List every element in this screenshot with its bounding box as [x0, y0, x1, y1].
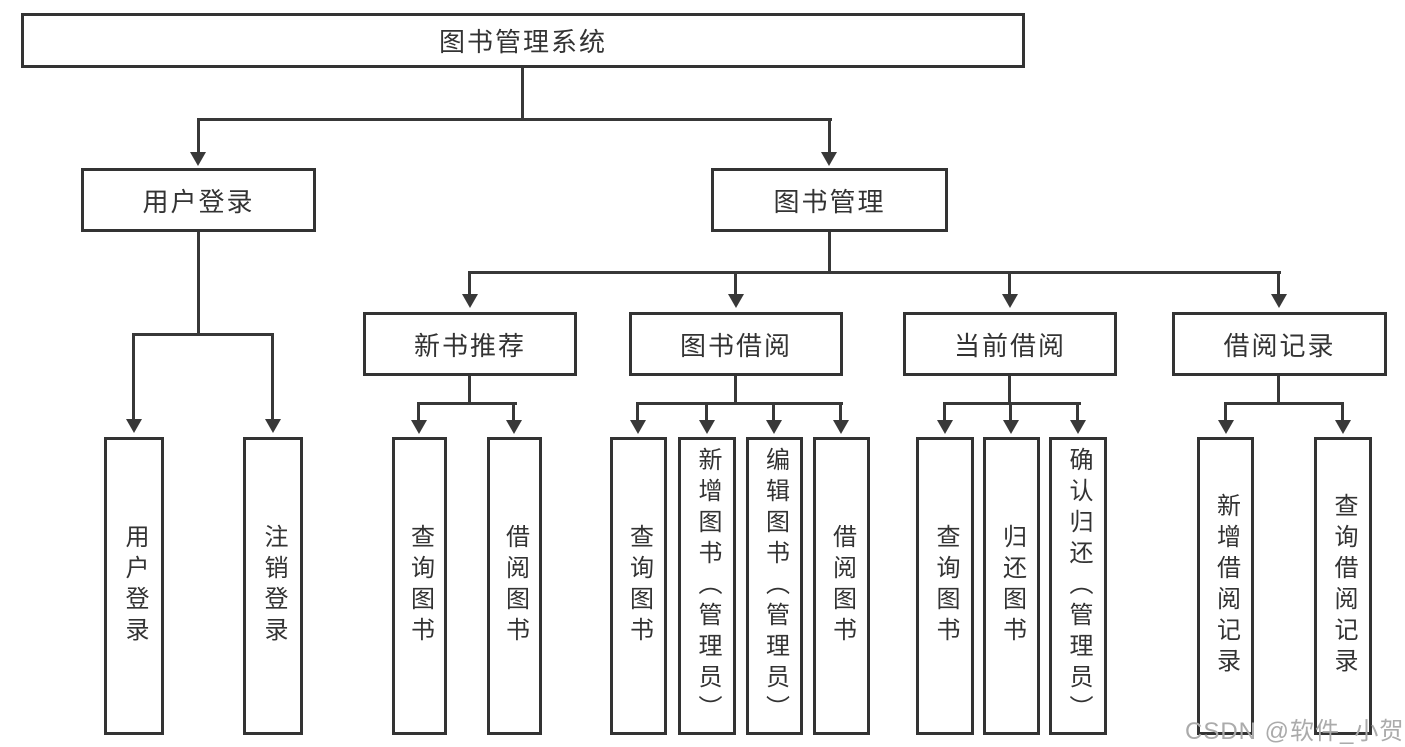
leaf-label: 注销登录: [260, 524, 287, 648]
arrowhead: [766, 420, 782, 434]
leaf-label: 查询图书: [625, 524, 653, 648]
leaf-edit-books-admin: 编辑图书（管理员）: [746, 437, 803, 735]
arrowhead: [821, 152, 837, 166]
connector: [839, 402, 842, 422]
connector: [1008, 376, 1011, 404]
arrowhead: [126, 419, 142, 433]
arrowhead: [506, 420, 522, 434]
leaf-add-books-admin: 新增图书（管理员）: [678, 437, 736, 735]
connector: [271, 333, 274, 421]
arrowhead: [699, 420, 715, 434]
connector: [943, 402, 946, 422]
leaf-label: 用户登录: [121, 524, 148, 648]
connector: [734, 376, 737, 404]
leaf-label: 归还图书: [998, 524, 1026, 648]
leaf-query-books-2: 查询图书: [610, 437, 667, 735]
connector: [828, 118, 831, 154]
arrowhead: [1335, 420, 1351, 434]
leaf-return-books: 归还图书: [983, 437, 1040, 735]
arrowhead: [1070, 420, 1086, 434]
arrowhead: [1002, 294, 1018, 308]
connector: [1076, 402, 1079, 422]
leaf-label: 查询借阅记录: [1330, 493, 1357, 679]
csdn-watermark: CSDN @软件_小贺同学: [1185, 718, 1405, 745]
connector: [469, 271, 1281, 274]
connector: [468, 376, 471, 404]
connector: [521, 68, 524, 120]
connector: [417, 402, 420, 422]
node-library-management-system: 图书管理系统: [21, 13, 1025, 68]
leaf-confirm-return-admin: 确认归还（管理员）: [1049, 437, 1107, 735]
node-current-borrowing: 当前借阅: [903, 312, 1117, 376]
arrowhead: [833, 420, 849, 434]
connector: [468, 271, 471, 295]
arrowhead: [462, 294, 478, 308]
leaf-label: 编辑图书（管理员）: [761, 446, 789, 726]
leaf-label: 新增图书（管理员）: [694, 446, 721, 726]
connector: [705, 402, 708, 422]
leaf-add-borrow-record: 新增借阅记录: [1197, 437, 1254, 735]
connector: [772, 402, 775, 422]
leaf-label: 查询图书: [932, 524, 959, 648]
connector: [417, 402, 517, 405]
connector: [197, 232, 200, 336]
connector: [734, 271, 737, 295]
connector: [1224, 402, 1227, 422]
arrowhead: [411, 420, 427, 434]
node-book-management: 图书管理: [711, 168, 948, 232]
connector: [636, 402, 639, 422]
connector: [197, 118, 200, 154]
leaf-query-books-3: 查询图书: [916, 437, 974, 735]
connector: [1277, 271, 1280, 295]
connector: [132, 333, 274, 336]
connector: [512, 402, 515, 422]
connector: [1224, 402, 1344, 405]
arrowhead: [630, 420, 646, 434]
connector: [1341, 402, 1344, 422]
connector: [1008, 271, 1011, 295]
node-borrowing-records: 借阅记录: [1172, 312, 1387, 376]
arrowhead: [190, 152, 206, 166]
leaf-query-borrow-record: 查询借阅记录: [1314, 437, 1372, 735]
connector: [132, 333, 135, 421]
leaf-borrow-books-1: 借阅图书: [487, 437, 542, 735]
leaf-user-login: 用户登录: [104, 437, 164, 735]
arrowhead: [265, 419, 281, 433]
node-book-borrowing: 图书借阅: [629, 312, 843, 376]
leaf-logout: 注销登录: [243, 437, 303, 735]
connector: [1277, 376, 1280, 404]
connector: [636, 402, 843, 405]
connector: [943, 402, 1081, 405]
arrowhead: [1218, 420, 1234, 434]
leaf-label: 新增借阅记录: [1212, 493, 1240, 679]
arrowhead: [937, 420, 953, 434]
leaf-borrow-books-2: 借阅图书: [813, 437, 870, 735]
connector: [1009, 402, 1012, 422]
connector: [828, 232, 831, 273]
leaf-query-books-1: 查询图书: [392, 437, 447, 735]
arrowhead: [728, 294, 744, 308]
node-user-login: 用户登录: [81, 168, 316, 232]
leaf-label: 借阅图书: [501, 524, 529, 648]
node-new-book-recommendation: 新书推荐: [363, 312, 577, 376]
leaf-label: 确认归还（管理员）: [1065, 446, 1092, 726]
arrowhead: [1003, 420, 1019, 434]
arrowhead: [1271, 294, 1287, 308]
connector: [197, 118, 832, 121]
leaf-label: 借阅图书: [828, 524, 856, 648]
leaf-label: 查询图书: [406, 524, 434, 648]
